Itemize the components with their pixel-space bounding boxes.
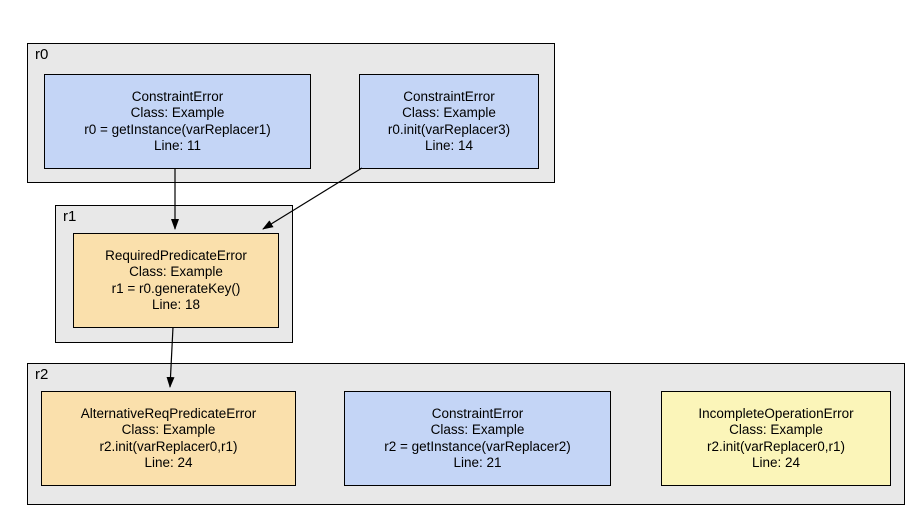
node-line-number: Line: 11 [153, 138, 202, 153]
node-line-number: Line: 14 [424, 138, 474, 153]
cluster-r1: r1 RequiredPredicateError Class: Example… [55, 205, 293, 343]
node-line-number: Line: 21 [453, 455, 502, 470]
node-title: ConstraintError [403, 88, 495, 104]
node-class: Class: Example [130, 105, 225, 120]
node-statement: r2.init(varReplacer0,r1) [99, 438, 238, 454]
node-r2-alternative-req-predicate-error: AlternativeReqPredicateError Class: Exam… [41, 391, 296, 486]
cluster-r2: r2 AlternativeReqPredicateError Class: E… [27, 363, 905, 505]
cluster-r2-label: r2 [35, 366, 49, 383]
node-r0-constraint-error-init: ConstraintError Class: Example r0.init(v… [359, 74, 539, 169]
node-class: Class: Example [430, 422, 525, 437]
node-r1-required-predicate-error: RequiredPredicateError Class: Example r1… [73, 233, 279, 328]
cluster-r1-label: r1 [63, 208, 77, 225]
node-r0-constraint-error-getinstance: ConstraintError Class: Example r0 = getI… [44, 74, 311, 169]
cluster-r0-label: r0 [35, 46, 49, 63]
node-statement: r2.init(varReplacer0,r1) [706, 438, 846, 454]
node-r2-incomplete-operation-error: IncompleteOperationError Class: Example … [661, 391, 891, 486]
node-title: ConstraintError [131, 88, 224, 104]
node-statement: r1 = r0.generateKey() [111, 280, 241, 296]
cluster-r0: r0 ConstraintError Class: Example r0 = g… [27, 43, 555, 183]
node-title: IncompleteOperationError [698, 405, 854, 421]
node-line-number: Line: 18 [151, 297, 201, 312]
node-title: AlternativeReqPredicateError [80, 405, 257, 421]
node-statement: r2 = getInstance(varReplacer2) [384, 438, 571, 454]
node-line-number: Line: 24 [144, 455, 193, 470]
node-class: Class: Example [129, 264, 223, 279]
node-statement: r0 = getInstance(varReplacer1) [84, 121, 271, 137]
node-title: RequiredPredicateError [105, 247, 247, 263]
node-class: Class: Example [121, 422, 216, 437]
node-class: Class: Example [729, 422, 823, 437]
node-class: Class: Example [402, 105, 496, 120]
node-title: ConstraintError [431, 405, 524, 421]
node-r2-constraint-error: ConstraintError Class: Example r2 = getI… [344, 391, 611, 486]
node-line-number: Line: 24 [751, 455, 801, 470]
node-statement: r0.init(varReplacer3) [387, 121, 511, 137]
